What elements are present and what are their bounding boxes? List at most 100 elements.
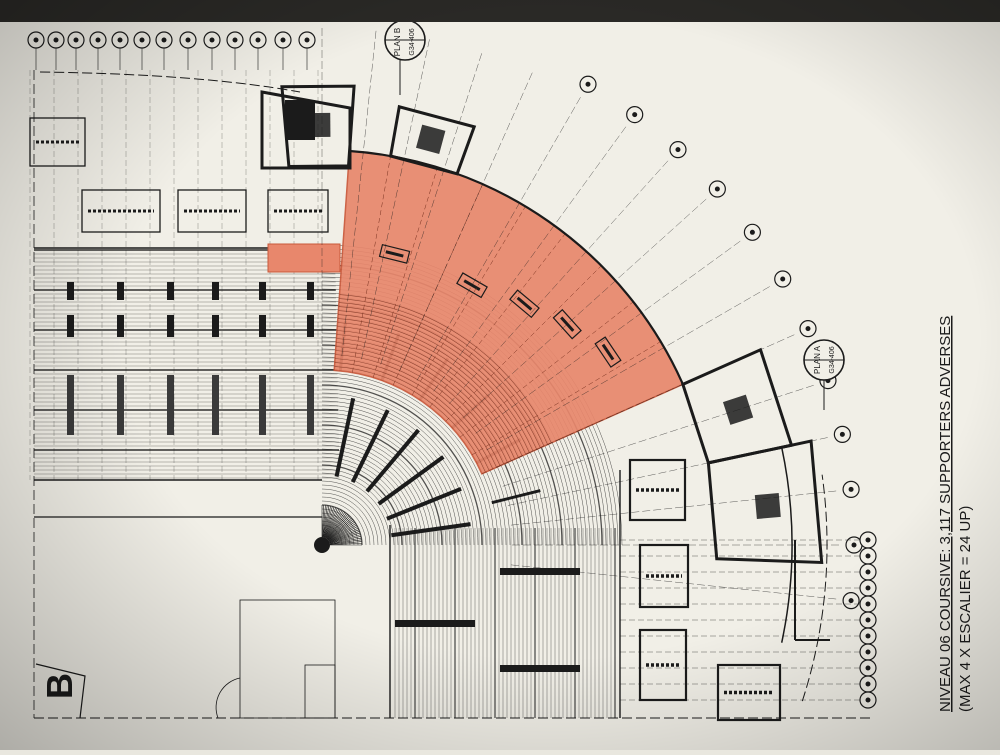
sector-row <box>336 330 519 458</box>
grid-bubble-dot <box>848 486 854 492</box>
service-room <box>716 663 782 722</box>
row-bubble-dot <box>865 633 871 639</box>
vomitory <box>365 428 420 493</box>
radial-line <box>495 333 798 468</box>
radial-line <box>399 69 534 372</box>
fan-line <box>326 513 347 539</box>
fan-line <box>323 505 330 538</box>
section-letter: B <box>39 673 80 699</box>
stair-block <box>307 282 314 300</box>
column-bubble-dot <box>161 37 167 43</box>
stair-block <box>307 375 314 435</box>
plan-a-label: PLAN A <box>813 345 822 374</box>
fan-line <box>322 505 326 538</box>
fan-line <box>325 509 341 539</box>
radial-line <box>475 239 743 434</box>
penalty-arc <box>215 677 241 719</box>
service-room <box>638 628 688 702</box>
service-room <box>638 543 690 609</box>
outer-room <box>388 104 477 176</box>
sector-row <box>338 302 545 447</box>
level-caption: NIVEAU 06 COURSIVE: 3,117 SUPPORTERS ADV… <box>937 316 974 712</box>
column-bubble-dot <box>280 37 286 43</box>
concourse-rooms <box>260 84 830 722</box>
seat-row <box>321 372 495 546</box>
seat-row <box>321 376 491 546</box>
plan-b-label: PLAN B <box>393 28 402 56</box>
fan-line <box>325 508 340 538</box>
sector-room <box>594 336 622 368</box>
radial-line <box>502 384 817 487</box>
grid-bubble-dot <box>585 81 591 87</box>
plan-a-callout[interactable]: PLAN A G34-406 <box>803 339 845 410</box>
row-bubble-dot <box>865 569 871 575</box>
fan-line <box>329 527 359 542</box>
fan-line <box>324 507 336 538</box>
row-bubble-dot <box>865 553 871 559</box>
vomitory <box>386 486 462 521</box>
fan-line <box>329 536 362 544</box>
radial-line <box>380 50 483 365</box>
sector-row <box>339 294 552 444</box>
bottom-structure <box>33 70 877 719</box>
sector-grid <box>445 265 602 422</box>
sector-grid <box>392 184 483 386</box>
grid-bubble-dot <box>714 186 720 192</box>
radial-line <box>433 124 628 392</box>
column-bubble-dot <box>255 37 261 43</box>
sector-row <box>337 318 530 453</box>
sector-row <box>338 306 541 448</box>
plan-b-callout[interactable]: PLAN B G34-406 <box>384 19 426 95</box>
stair-block <box>259 282 266 300</box>
sector-room <box>509 289 540 319</box>
seat-row <box>321 388 479 546</box>
stair-block <box>117 282 124 300</box>
column-bubble-dot <box>53 37 59 43</box>
row-bubble-dot <box>865 585 871 591</box>
radial-grid-lines <box>321 25 863 610</box>
room <box>267 189 329 233</box>
stair-block <box>212 315 219 337</box>
hub <box>314 537 330 553</box>
outer-concourse-dashed <box>801 474 828 702</box>
sector-row <box>337 326 523 457</box>
fan-line <box>327 515 350 540</box>
fan-line <box>322 505 328 538</box>
fan-line <box>323 506 333 538</box>
sector-row <box>336 334 516 460</box>
outer-room <box>280 84 356 168</box>
plan-a-ref: G34-406 <box>829 346 836 373</box>
stair-block <box>67 315 74 337</box>
grid-bubble-dot <box>632 112 638 118</box>
stair-block <box>259 375 266 435</box>
highlighted-strip <box>267 243 341 273</box>
column-bubble-dot <box>117 37 123 43</box>
row-bubble-dot <box>865 665 871 671</box>
sector-room <box>378 243 411 264</box>
fan-line <box>326 514 348 540</box>
aisle-block <box>500 665 580 672</box>
fan-line <box>329 537 362 544</box>
fan-line <box>329 532 361 543</box>
outer-arc <box>39 71 301 93</box>
sector-row <box>336 342 508 463</box>
radial-line <box>507 436 831 506</box>
fan-line <box>323 505 331 538</box>
sector-row <box>335 346 505 465</box>
radial-line <box>510 564 840 600</box>
fan-line <box>327 519 353 541</box>
sector-stair <box>516 296 533 311</box>
grid-bubble-dot <box>851 542 857 548</box>
seat-row <box>321 484 383 546</box>
sector-row <box>334 366 486 473</box>
row-bubble-dot <box>865 601 871 607</box>
radial-line <box>416 94 583 381</box>
fan-line <box>328 521 355 541</box>
service-room <box>628 458 687 522</box>
corner-room <box>260 90 352 170</box>
column-bubble-dot <box>209 37 215 43</box>
stair-block <box>167 375 174 435</box>
plan-b-ref: G34-406 <box>409 28 416 55</box>
